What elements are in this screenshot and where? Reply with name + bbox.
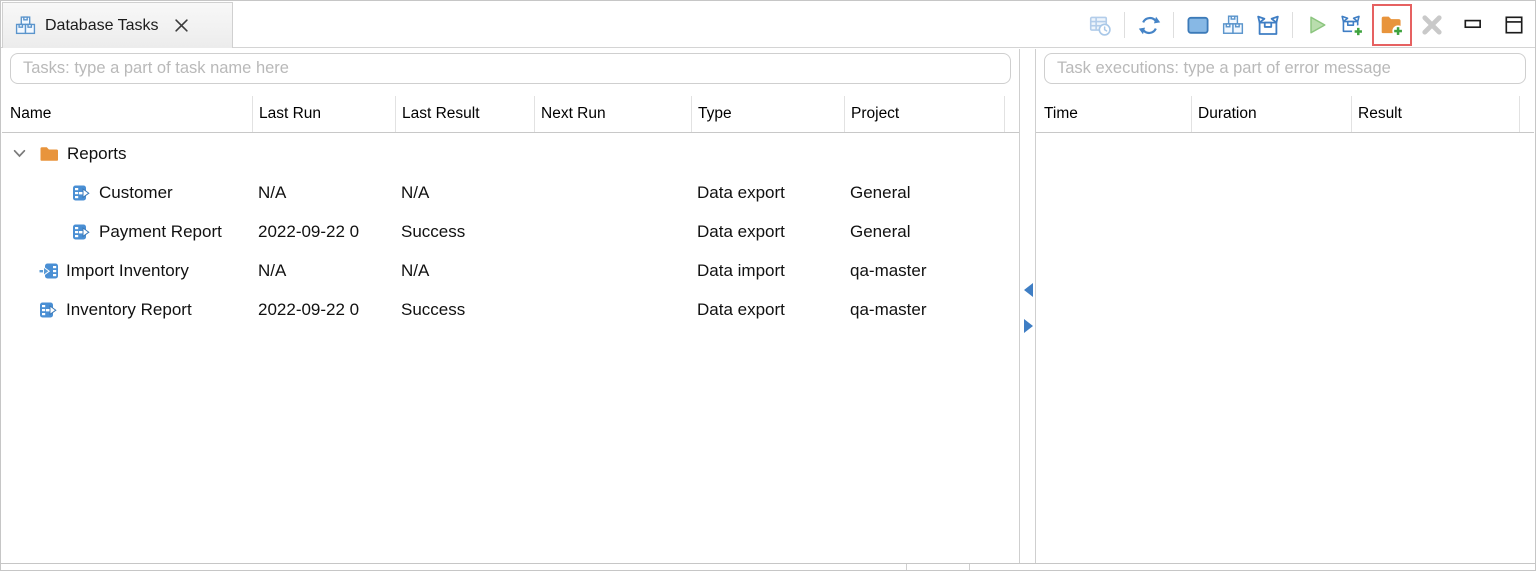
tab-title: Database Tasks [45,16,159,34]
table-row[interactable]: Import Inventory N/A N/A Data import qa-… [2,251,1019,290]
refresh-icon[interactable] [1134,10,1164,40]
toolbar-separator [1124,12,1125,38]
create-task-folder-highlight [1372,4,1412,46]
cell-last-run: 2022-09-22 0 [258,299,360,319]
column-header-project[interactable]: Project [844,96,1005,132]
data-export-icon [72,183,92,203]
create-task-folder-icon[interactable] [1377,10,1407,40]
cell-last-result [395,134,534,173]
column-header-last-run[interactable]: Last Run [252,96,395,132]
cell-project: qa-master [850,299,927,319]
cell-last-run: 2022-09-22 0 [258,221,360,241]
task-name: Customer [99,182,173,202]
tasks-panel: Name Last Run Last Result Next Run Type … [2,49,1020,563]
cell-next-run [534,290,691,329]
toolbar-separator [1292,12,1293,38]
column-header-filler [1520,96,1534,132]
column-header-name[interactable]: Name [10,105,52,122]
cell-next-run [534,212,691,251]
column-header-last-result[interactable]: Last Result [395,96,534,132]
tasks-filter-input[interactable] [10,53,1011,84]
tab-database-tasks[interactable]: Database Tasks [2,2,233,48]
minimize-icon[interactable] [1458,10,1488,40]
cell-type [691,134,844,173]
tasks-tree: Reports [2,134,1019,329]
column-header-next-run[interactable]: Next Run [534,96,691,132]
table-row[interactable]: Customer N/A N/A Data export General [2,173,1019,212]
cell-last-run [252,134,395,173]
toggle-panel-icon[interactable] [1183,10,1213,40]
column-header-duration[interactable]: Duration [1191,96,1351,132]
cell-next-run [534,134,691,173]
cell-project: General [850,182,911,202]
delete-task-icon[interactable] [1417,10,1447,40]
maximize-icon[interactable] [1499,10,1529,40]
cell-last-result: Success [401,221,466,241]
group-by-category-icon[interactable] [1218,10,1248,40]
data-export-icon [72,222,92,242]
task-name: Inventory Report [66,299,192,319]
cell-next-run [534,173,691,212]
column-header-type[interactable]: Type [691,96,844,132]
table-row[interactable]: Payment Report 2022-09-22 0 Success Data… [2,212,1019,251]
column-header-filler [1005,96,1019,132]
view-toolbar [1085,4,1529,46]
cell-last-run: N/A [258,182,287,202]
task-name: Import Inventory [66,260,189,280]
task-name: Payment Report [99,221,222,241]
cell-next-run [534,251,691,290]
column-header-result[interactable]: Result [1351,96,1520,132]
toolbar-separator [1173,12,1174,38]
data-import-icon [39,261,59,281]
tab-bar: Database Tasks [1,1,1535,48]
cell-type: Data import [697,260,785,280]
table-row[interactable]: Inventory Report 2022-09-22 0 Success Da… [2,290,1019,329]
sash-collapse-left-icon[interactable] [1023,282,1034,298]
bottom-divider-tick [969,564,970,570]
cell-type: Data export [697,182,785,202]
create-task-icon[interactable] [1337,10,1367,40]
database-tasks-icon [15,15,36,36]
cell-last-result: N/A [401,260,430,280]
column-header-time[interactable]: Time [1044,105,1078,122]
executions-table-header: Time Duration Result [1036,96,1534,133]
tasks-table-header: Name Last Run Last Result Next Run Type … [2,96,1019,133]
task-executions-filter-input[interactable] [1044,53,1526,84]
bottom-divider-tick [906,564,907,570]
cell-last-result: Success [401,299,466,319]
task-executions-icon[interactable] [1085,10,1115,40]
cell-last-run: N/A [258,260,287,280]
chevron-down-icon[interactable] [6,149,32,158]
cell-project [844,134,1005,173]
cell-type: Data export [697,221,785,241]
cell-last-result: N/A [401,182,430,202]
task-icon[interactable] [1253,10,1283,40]
task-folder-name: Reports [67,143,127,163]
sash-expand-right-icon[interactable] [1023,318,1034,334]
cell-type: Data export [697,299,785,319]
run-task-icon[interactable] [1302,10,1332,40]
table-row[interactable]: Reports [2,134,1019,173]
cell-project: qa-master [850,260,927,280]
task-executions-panel: Time Duration Result [1035,49,1534,563]
tab-close-icon[interactable] [174,18,189,33]
cell-project: General [850,221,911,241]
data-export-icon [39,300,59,320]
view-bottom-border [1,563,1535,564]
folder-icon [39,144,60,163]
